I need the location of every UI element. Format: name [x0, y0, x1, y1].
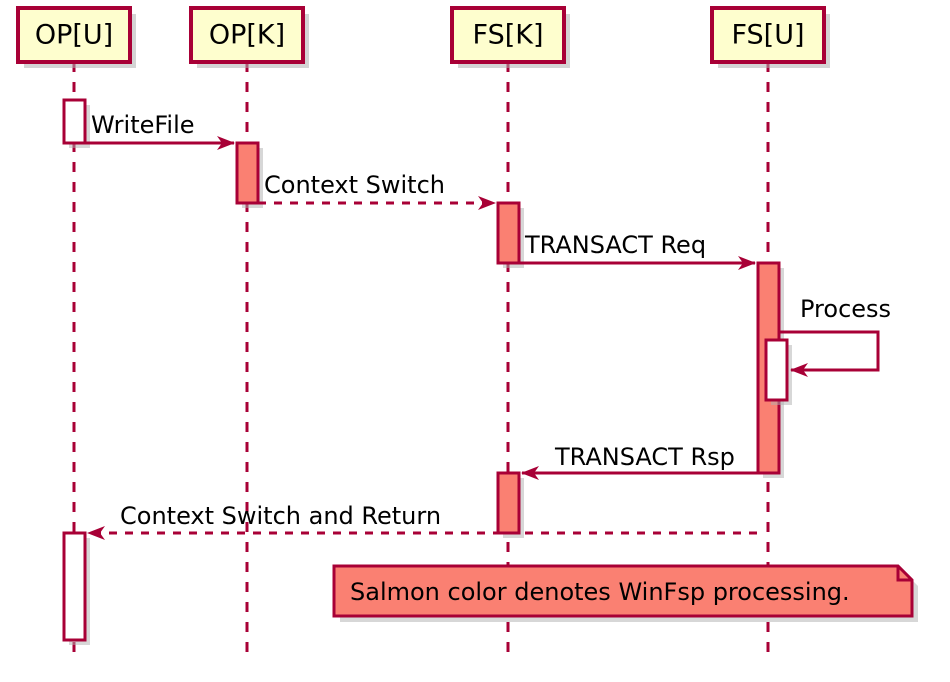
message-transact-rsp[interactable]: TRANSACT Rsp	[521, 443, 757, 480]
message-process-label: Process	[800, 295, 891, 323]
activation-fs-u-nested	[764, 338, 792, 405]
participant-fs-u-label: FS[U]	[731, 20, 804, 51]
message-transact-req-label: TRANSACT Req	[524, 231, 706, 259]
activation-op-u-2	[62, 531, 90, 645]
participant-fs-k[interactable]: FS[K]	[450, 6, 570, 68]
activation-op-u-1	[62, 98, 90, 148]
participant-fs-k-label: FS[K]	[473, 20, 544, 51]
participant-fs-k-box[interactable]	[450, 6, 566, 64]
message-transact-rsp-label: TRANSACT Rsp	[554, 443, 735, 471]
activation-op-k-1	[235, 141, 263, 208]
activations-group	[62, 98, 792, 645]
participant-fs-u-box[interactable]	[710, 6, 826, 64]
note-body[interactable]	[332, 564, 914, 618]
activation-op-k-1-bar	[235, 141, 260, 205]
activation-op-u-2-bar	[62, 531, 87, 642]
message-context-switch-and-return[interactable]: Context Switch and Return	[87, 502, 757, 540]
note-text: Salmon color denotes WinFsp processing.	[350, 578, 850, 606]
participant-op-u-box[interactable]	[16, 6, 132, 64]
message-writefile[interactable]: WriteFile	[85, 111, 235, 150]
message-process[interactable]: Process	[779, 295, 891, 377]
activation-op-u-1-bar	[62, 98, 87, 145]
participant-op-k[interactable]: OP[K]	[189, 6, 309, 68]
participant-op-u[interactable]: OP[U]	[16, 6, 136, 68]
message-context-switch[interactable]: Context Switch	[258, 171, 496, 210]
messages-group: WriteFile Context Switch TRANSACT Req Pr…	[85, 111, 891, 540]
message-writefile-label: WriteFile	[91, 111, 195, 139]
participant-fs-u[interactable]: FS[U]	[710, 6, 830, 68]
note-salmon-legend[interactable]: Salmon color denotes WinFsp processing.	[332, 564, 918, 622]
activation-fs-k-2-bar	[496, 471, 521, 535]
message-transact-req[interactable]: TRANSACT Req	[519, 231, 756, 270]
note-fold-icon	[896, 566, 912, 582]
activation-fs-u-nested-bar	[764, 338, 789, 402]
message-context-switch-and-return-label: Context Switch and Return	[120, 502, 441, 530]
participant-op-k-label: OP[K]	[209, 20, 285, 51]
activation-fs-k-2	[496, 471, 524, 538]
participant-op-u-label: OP[U]	[35, 20, 113, 51]
activation-fs-k-1	[496, 201, 524, 268]
message-context-switch-label: Context Switch	[264, 171, 445, 199]
message-process-line	[779, 330, 880, 377]
participant-op-k-box[interactable]	[189, 6, 305, 64]
participants-group: OP[U] OP[K] FS[K] FS[U]	[16, 6, 830, 68]
activation-fs-k-1-bar	[496, 201, 521, 265]
